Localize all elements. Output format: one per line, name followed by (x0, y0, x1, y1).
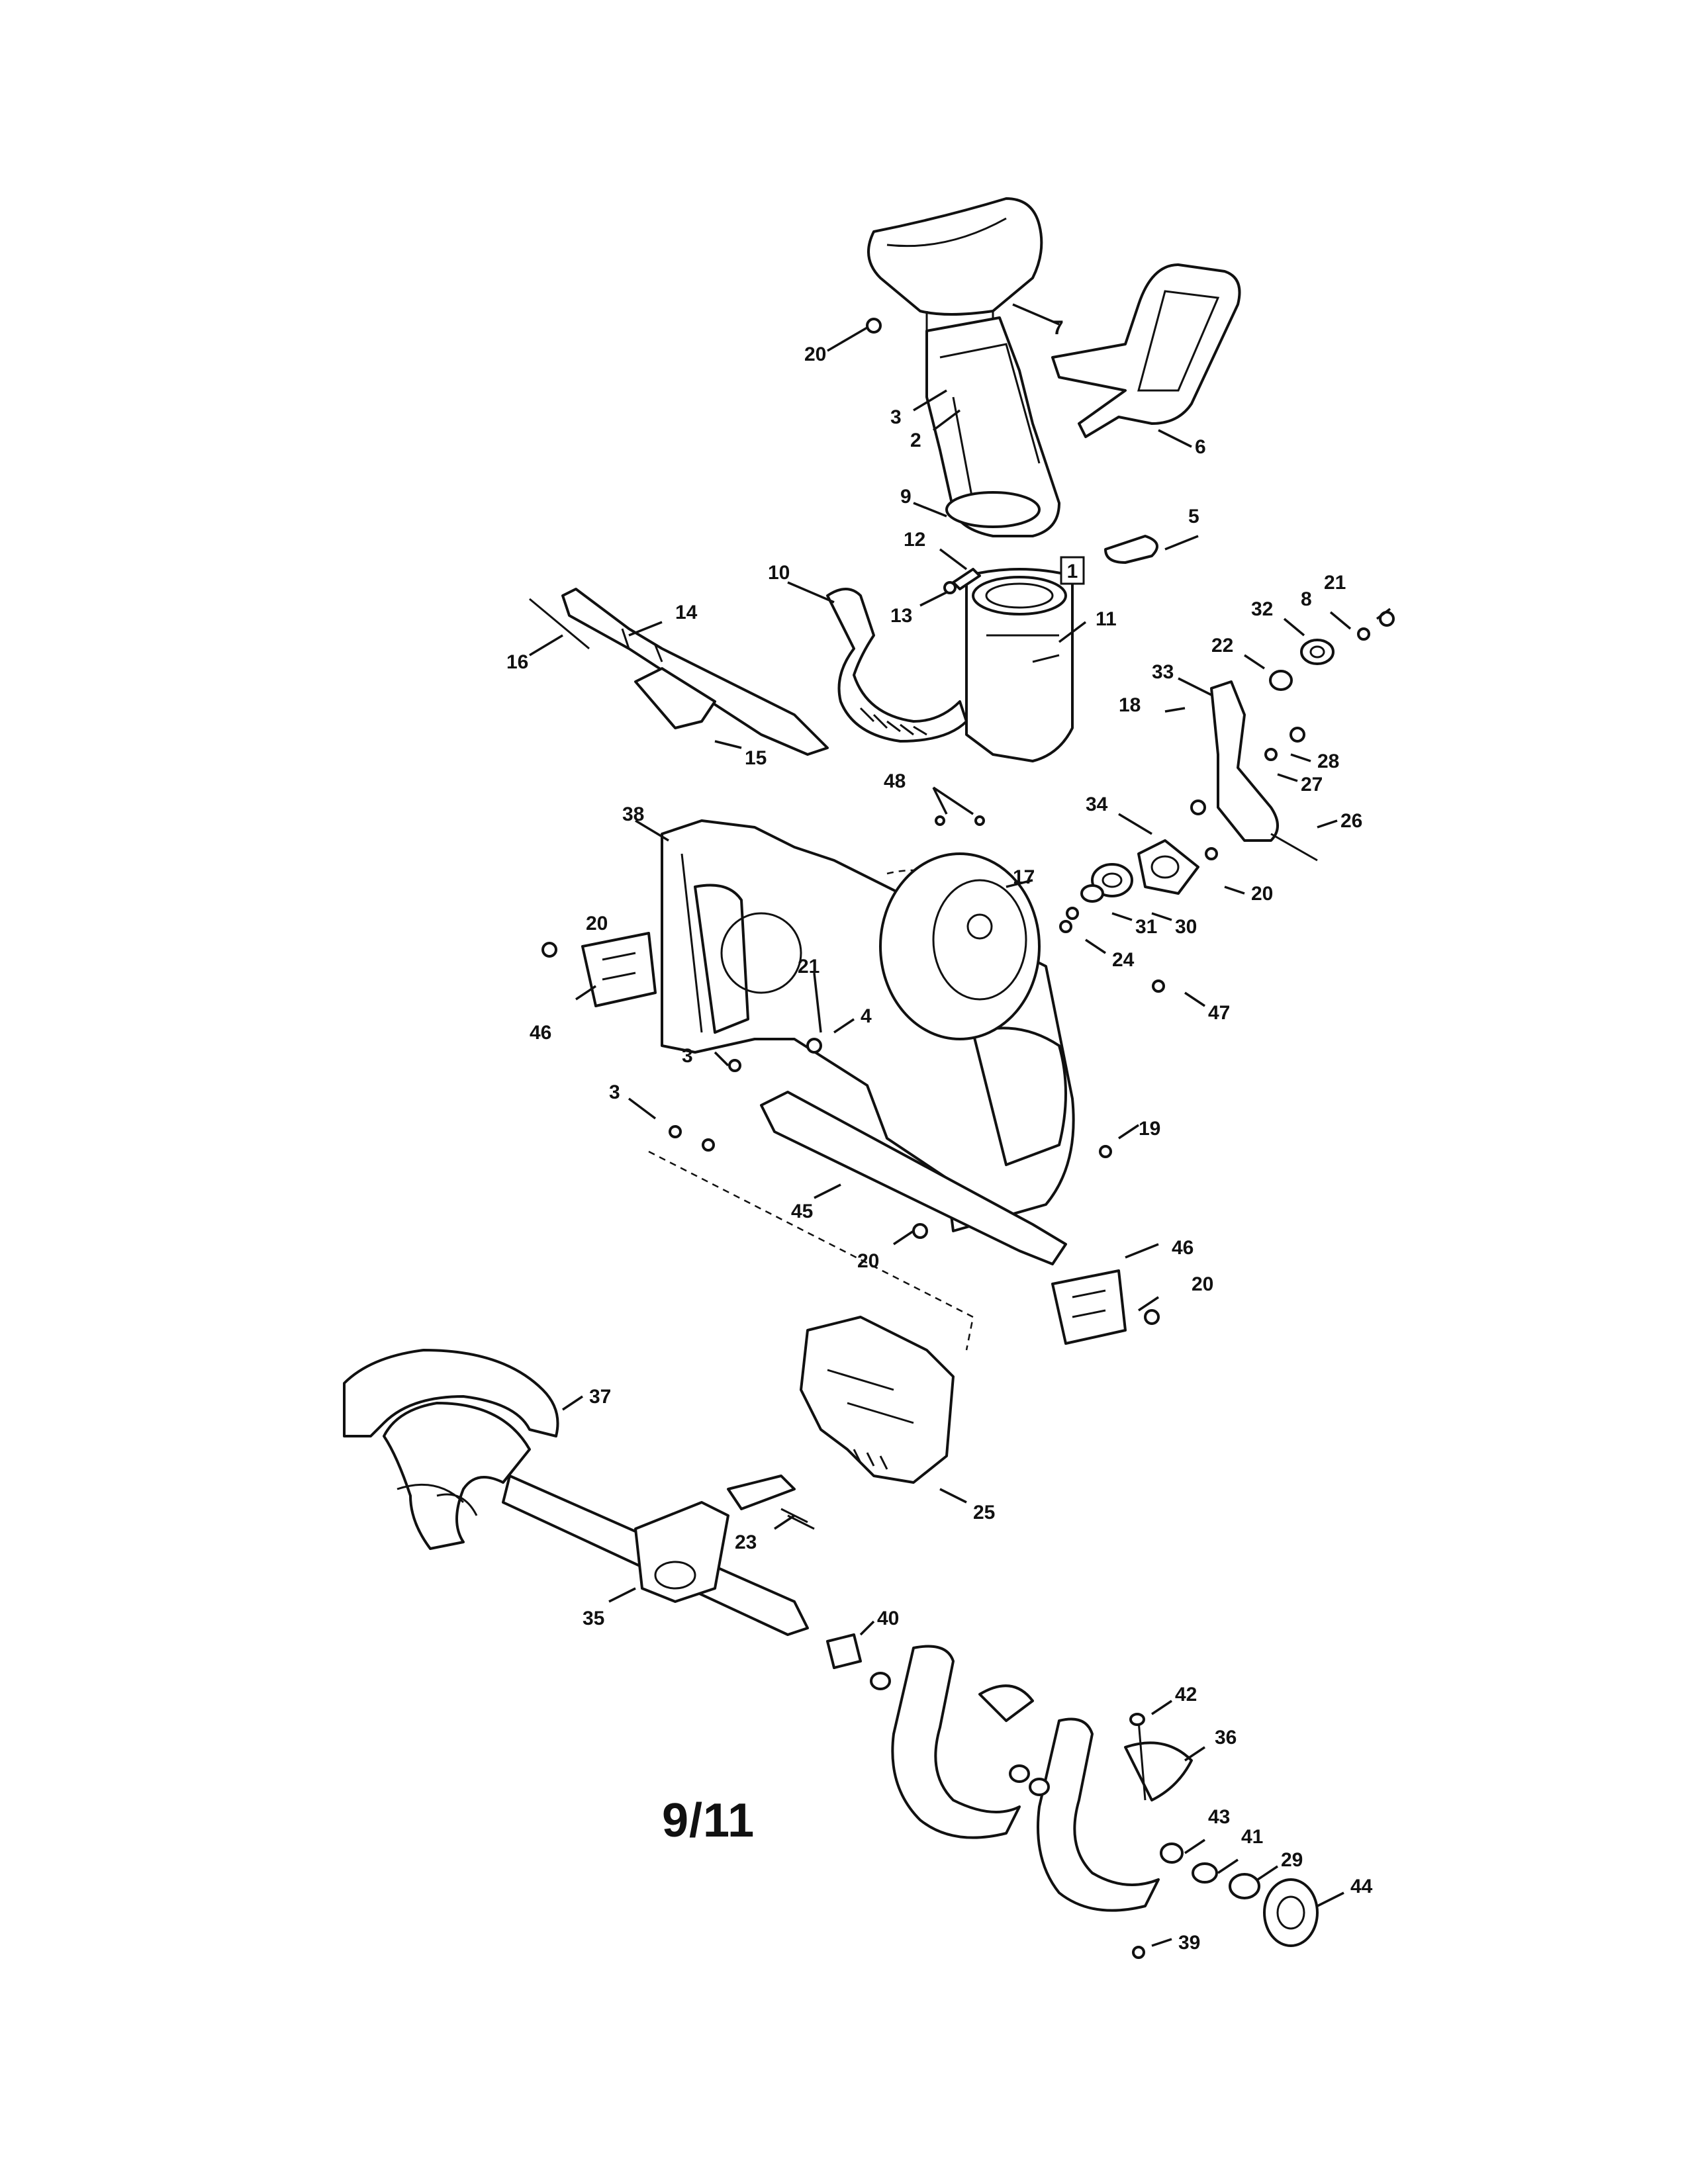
gearbox-25 (800, 1316, 955, 1484)
bearing-31 (1080, 884, 1104, 903)
nut-43 (1160, 1843, 1184, 1864)
callout-41: 41 (1241, 1826, 1263, 1848)
hardware-pieces (541, 318, 1395, 1959)
chute-rotator-gear (826, 588, 968, 743)
callout-22: 22 (1211, 635, 1233, 657)
gear-housing-35 (634, 1501, 729, 1603)
callout-37: 37 (589, 1386, 611, 1408)
callout-5: 5 (1188, 506, 1199, 527)
callout-46: 46 (1172, 1237, 1194, 1259)
shear-bolt-42 (1129, 1713, 1147, 1801)
callout-11: 11 (1096, 608, 1117, 630)
top-bracket-left (952, 568, 981, 590)
rotator-bracket (634, 667, 716, 729)
callout-20: 20 (1192, 1273, 1213, 1295)
callout-10: 10 (768, 562, 790, 584)
callout-17: 17 (1013, 866, 1035, 888)
washer-41 (1192, 1862, 1218, 1884)
callout-6: 6 (1195, 436, 1206, 458)
callout-25: 25 (973, 1502, 995, 1524)
threaded-rod-26 (1270, 833, 1318, 862)
chute-handle (1051, 263, 1241, 438)
callout-38: 38 (622, 803, 644, 825)
callout-31: 31 (1135, 916, 1157, 938)
callout-20: 20 (857, 1250, 879, 1272)
callout-36: 36 (1215, 1727, 1237, 1749)
crank-bracket (1210, 680, 1279, 842)
callout-16: 16 (506, 651, 528, 673)
callout-46: 46 (530, 1022, 551, 1044)
input-shaft-23 (727, 1475, 815, 1530)
callout-33: 33 (1152, 661, 1174, 683)
flange-bearing-44 (1263, 1878, 1319, 1947)
reference-box (1060, 556, 1085, 585)
chute-flange (965, 568, 1074, 762)
cotter-pin-16 (529, 598, 590, 650)
callout-43: 43 (1208, 1806, 1230, 1828)
impeller-housing (879, 852, 1041, 1040)
callout-19: 19 (1139, 1118, 1160, 1140)
callout-26: 26 (1340, 810, 1362, 832)
callout-32: 32 (1251, 598, 1273, 620)
callout-2: 2 (910, 430, 921, 451)
bushing-40 (826, 1633, 862, 1669)
discharge-chute (925, 316, 1060, 537)
callout-35: 35 (583, 1608, 604, 1629)
callout-40: 40 (877, 1608, 899, 1629)
reference-box-number: 1 (1067, 561, 1078, 582)
callout-27: 27 (1301, 774, 1323, 796)
callout-3: 3 (609, 1081, 620, 1103)
callout-15: 15 (745, 747, 767, 769)
skid-shoe-left (581, 932, 657, 1007)
callout-42: 42 (1175, 1684, 1197, 1706)
callout-20: 20 (586, 913, 608, 934)
bearing-29 (1229, 1873, 1260, 1899)
callout-39: 39 (1178, 1932, 1200, 1954)
scraper-bar-45 (760, 1091, 1067, 1265)
washer-32 (1300, 639, 1335, 665)
callout-30: 30 (1175, 916, 1197, 938)
callout-21: 21 (1324, 572, 1346, 594)
auger-right-inner (891, 1645, 1034, 1839)
callout-21: 21 (798, 956, 820, 978)
callout-3: 3 (682, 1045, 693, 1067)
callout-24: 24 (1112, 949, 1135, 971)
rotator-shaft (561, 588, 829, 756)
callout-12: 12 (904, 529, 925, 551)
callout-44: 44 (1350, 1876, 1373, 1897)
callout-20: 20 (1251, 883, 1273, 905)
callout-numbers: 7 20 3 2 6 9 5 12 10 13 11 14 16 15 21 8… (506, 317, 1373, 1954)
nut-38b (870, 1672, 1050, 1796)
callout-13: 13 (890, 605, 912, 627)
washer-30 (1091, 863, 1133, 897)
callout-3: 3 (890, 406, 902, 428)
page-number: 9/11 (662, 1794, 755, 1847)
callout-7: 7 (1053, 317, 1064, 339)
callout-29: 29 (1281, 1849, 1303, 1871)
spacer-22 (1269, 670, 1293, 691)
callout-47: 47 (1208, 1002, 1230, 1024)
callout-9: 9 (900, 486, 912, 508)
chute-lock-lever (1104, 535, 1158, 564)
callout-18: 18 (1119, 694, 1141, 716)
callout-34: 34 (1086, 794, 1108, 815)
callout-8: 8 (1301, 588, 1312, 610)
callout-45: 45 (791, 1201, 813, 1222)
callout-23: 23 (735, 1531, 757, 1553)
leader-lines (529, 303, 1391, 1947)
bearing-flange-34 (1137, 839, 1199, 895)
callout-28: 28 (1317, 751, 1339, 772)
skid-shoe-right (1051, 1269, 1127, 1345)
callout-4: 4 (861, 1005, 872, 1027)
callout-48: 48 (884, 770, 906, 792)
auger-left-37 (343, 1349, 559, 1550)
callout-14: 14 (675, 602, 698, 623)
callout-20: 20 (804, 343, 826, 365)
auger-right-outer-36 (1037, 1717, 1193, 1912)
